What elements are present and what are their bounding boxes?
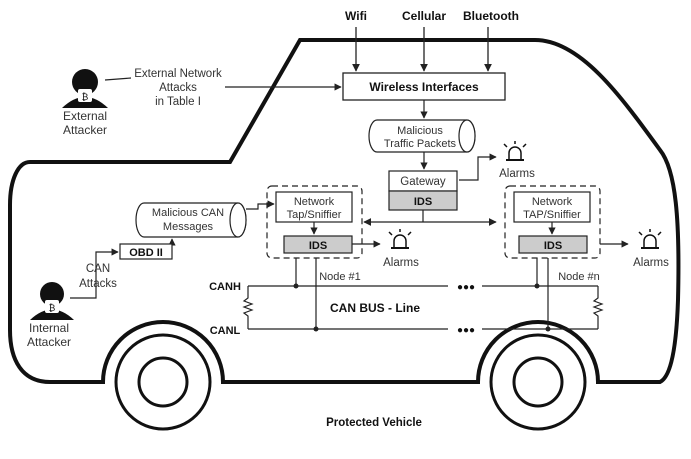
external-attacker-icon: ₿ [62, 69, 108, 108]
bus-ellipsis-top: ●●● [457, 282, 475, 293]
bus-terminator-left [242, 286, 254, 329]
svg-text:₿: ₿ [49, 303, 56, 313]
malicious-packets-label: Malicious [397, 125, 443, 137]
gateway-label: Gateway [400, 176, 446, 188]
internal-attacker-label: Internal [29, 321, 69, 335]
gateway-ids-label: IDS [414, 196, 432, 208]
malicious-can-label-2: Messages [163, 221, 214, 233]
malicious-can-cylinder [135, 202, 247, 238]
node1-module [266, 185, 363, 259]
canh-label: CANH [209, 281, 241, 293]
external-attacks-label-3: in Table I [155, 96, 201, 108]
alarm-icon [638, 229, 662, 249]
bluetooth-label: Bluetooth [463, 9, 519, 23]
vehicle-outline [8, 38, 681, 384]
node1-ids-label: IDS [309, 240, 327, 252]
bus-terminator-right [592, 286, 604, 329]
can-attacks-label-2: Attacks [79, 278, 117, 290]
malicious-can-label: Malicious CAN [152, 207, 224, 219]
protected-vehicle-label: Protected Vehicle [326, 417, 422, 429]
node1-tap-label-2: Tap/Sniffier [287, 209, 342, 221]
noden-module [504, 185, 601, 259]
can-attacks-label: CAN [86, 263, 110, 275]
gateway-alarms-label: Alarms [499, 168, 535, 180]
alarm-icon [388, 229, 412, 249]
internal-attacker-icon: ₿ [30, 282, 74, 320]
node1-tap-label: Network [294, 196, 335, 208]
canl-label: CANL [210, 325, 241, 337]
alarm-icon [503, 141, 527, 161]
wireless-interfaces-label: Wireless Interfaces [369, 80, 479, 94]
external-attacker-label-2: Attacker [63, 123, 107, 137]
noden-tap-label: Network [532, 196, 573, 208]
node1-label: Node #1 [319, 271, 361, 283]
svg-text:₿: ₿ [82, 92, 89, 102]
wifi-label: Wifi [345, 9, 367, 23]
noden-tap-box [513, 191, 591, 223]
wireless-interfaces-box [342, 72, 506, 101]
malicious-packets-label-2: Traffic Packets [384, 138, 457, 150]
external-attacks-label: External Network [134, 68, 222, 80]
obd-port-label: OBD II [129, 247, 163, 259]
bus-ellipsis-bottom: ●●● [457, 325, 475, 336]
internal-attacker-label-2: Attacker [27, 335, 71, 349]
obd-port-box [119, 243, 173, 260]
noden-ids-label: IDS [544, 240, 562, 252]
noden-alarms-label: Alarms [633, 257, 669, 269]
node1-tap-box [275, 191, 353, 223]
can-bus-title: CAN BUS - Line [330, 301, 420, 315]
noden-ids-box [518, 235, 588, 254]
cellular-label: Cellular [402, 9, 446, 23]
noden-tap-label-2: TAP/Sniffier [523, 209, 581, 221]
external-attacker-label: External [63, 109, 107, 123]
noden-label: Node #n [558, 271, 600, 283]
external-attacks-label-2: Attacks [159, 82, 197, 94]
malicious-packets-cylinder [368, 119, 476, 153]
node1-alarms-label: Alarms [383, 257, 419, 269]
